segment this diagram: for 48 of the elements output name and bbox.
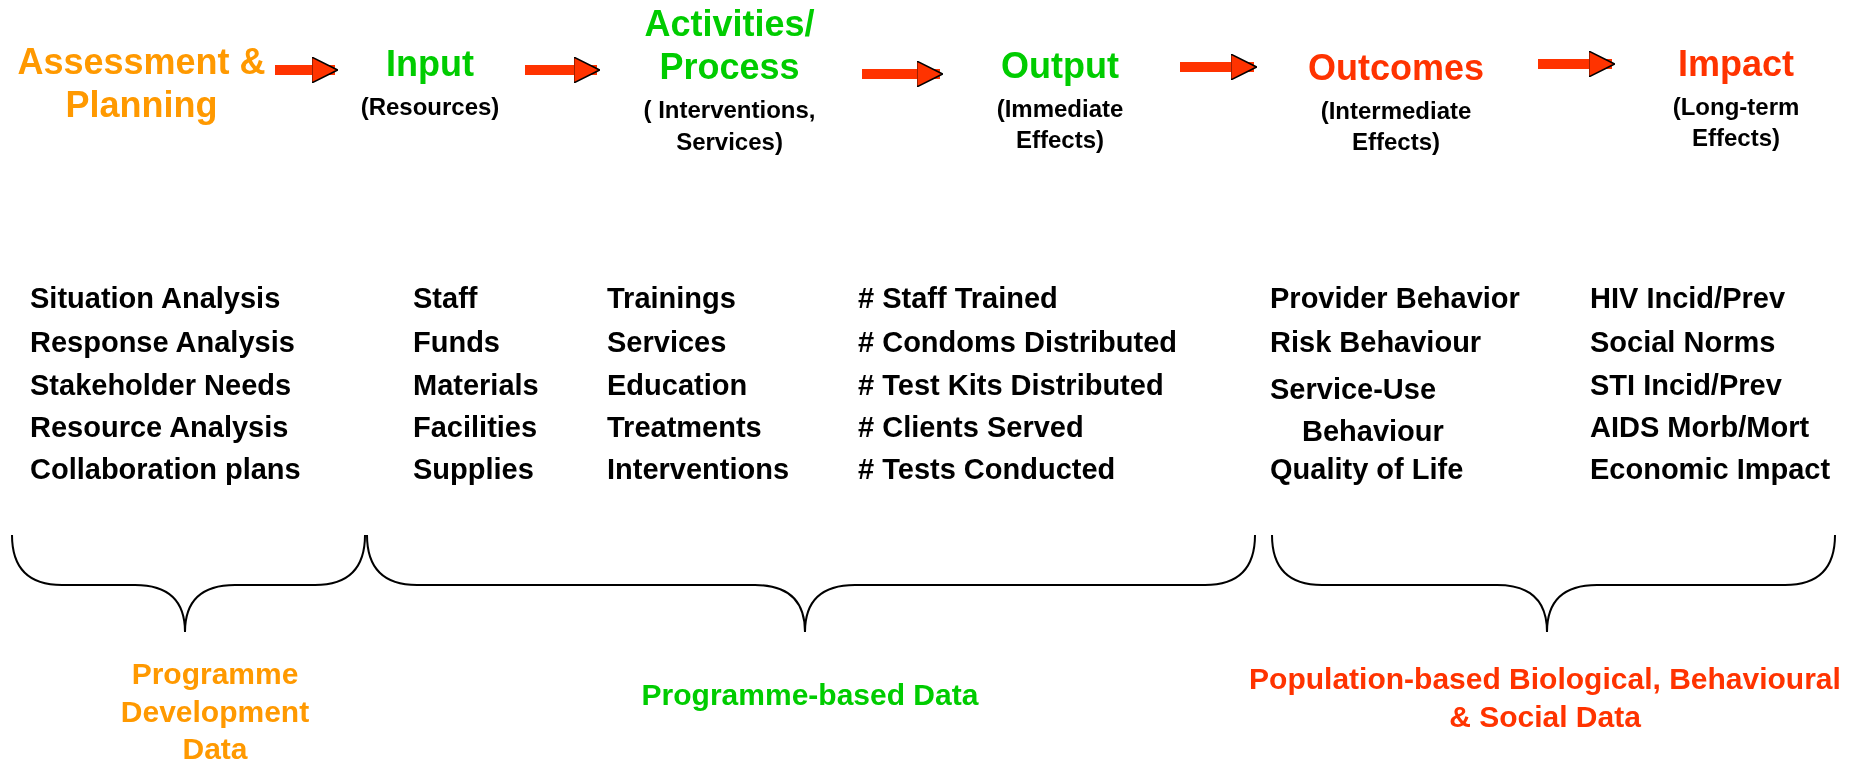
list-item: Quality of Life [1270,452,1464,487]
list-item: HIV Incid/Prev [1590,281,1785,316]
list-item: AIDS Morb/Mort [1590,410,1810,445]
list-item: Supplies [413,452,534,487]
stage-heading: Outcomes [1306,46,1485,90]
list-item: Staff [413,281,478,316]
list-item: # Test Kits Distributed [858,368,1164,403]
stage-heading: Input [385,42,475,86]
list-item: Funds [413,325,500,360]
list-item: Stakeholder Needs [30,368,292,403]
list-item: Facilities [413,410,538,445]
list-item: Resource Analysis [30,410,289,445]
list-item: Interventions [607,452,790,487]
list-item: Collaboration plans [30,452,301,487]
list-item: Response Analysis [30,325,295,360]
stage-subtitle: ( Interventions, Services) [642,95,817,157]
data-category-label: Population-based Biological, Behavioural & Social Data [1248,661,1842,735]
stage-heading: Output [1000,44,1120,88]
stage-subtitle: (Intermediate Effects) [1319,96,1473,158]
stage-heading: Activities/ Process [643,2,816,89]
list-item: Service-Use Behaviour [1270,372,1445,450]
stage-subtitle: (Resources) [359,92,501,123]
list-item: Treatments [607,410,762,445]
list-item: STI Incid/Prev [1590,368,1782,403]
arrow [525,56,601,84]
list-item: # Condoms Distributed [858,325,1177,360]
stage-subtitle: (Immediate Effects) [995,94,1125,156]
list-item: # Clients Served [858,410,1084,445]
list-item: Risk Behaviour [1270,325,1482,360]
list-item: Provider Behavior [1270,281,1520,316]
data-category-label: Programme-based Data [640,677,980,713]
stage-subtitle: (Long-term Effects) [1671,92,1801,154]
list-item: Services [607,325,727,360]
list-item: Trainings [607,281,736,316]
arrow [275,56,339,84]
arrow [1538,50,1616,78]
stage-heading: Impact [1676,42,1795,86]
list-item: # Staff Trained [858,281,1058,316]
stage-heading: Assessment & Planning [16,40,267,127]
list-item: Economic Impact [1590,452,1831,487]
list-item: # Tests Conducted [858,452,1116,487]
arrow [1180,53,1258,81]
list-item: Social Norms [1590,325,1776,360]
list-item: Situation Analysis [30,281,281,316]
list-item: Education [607,368,748,403]
arrow [862,60,944,88]
data-category-label: Programme Development Data [119,656,311,767]
list-item: Materials [413,368,539,403]
